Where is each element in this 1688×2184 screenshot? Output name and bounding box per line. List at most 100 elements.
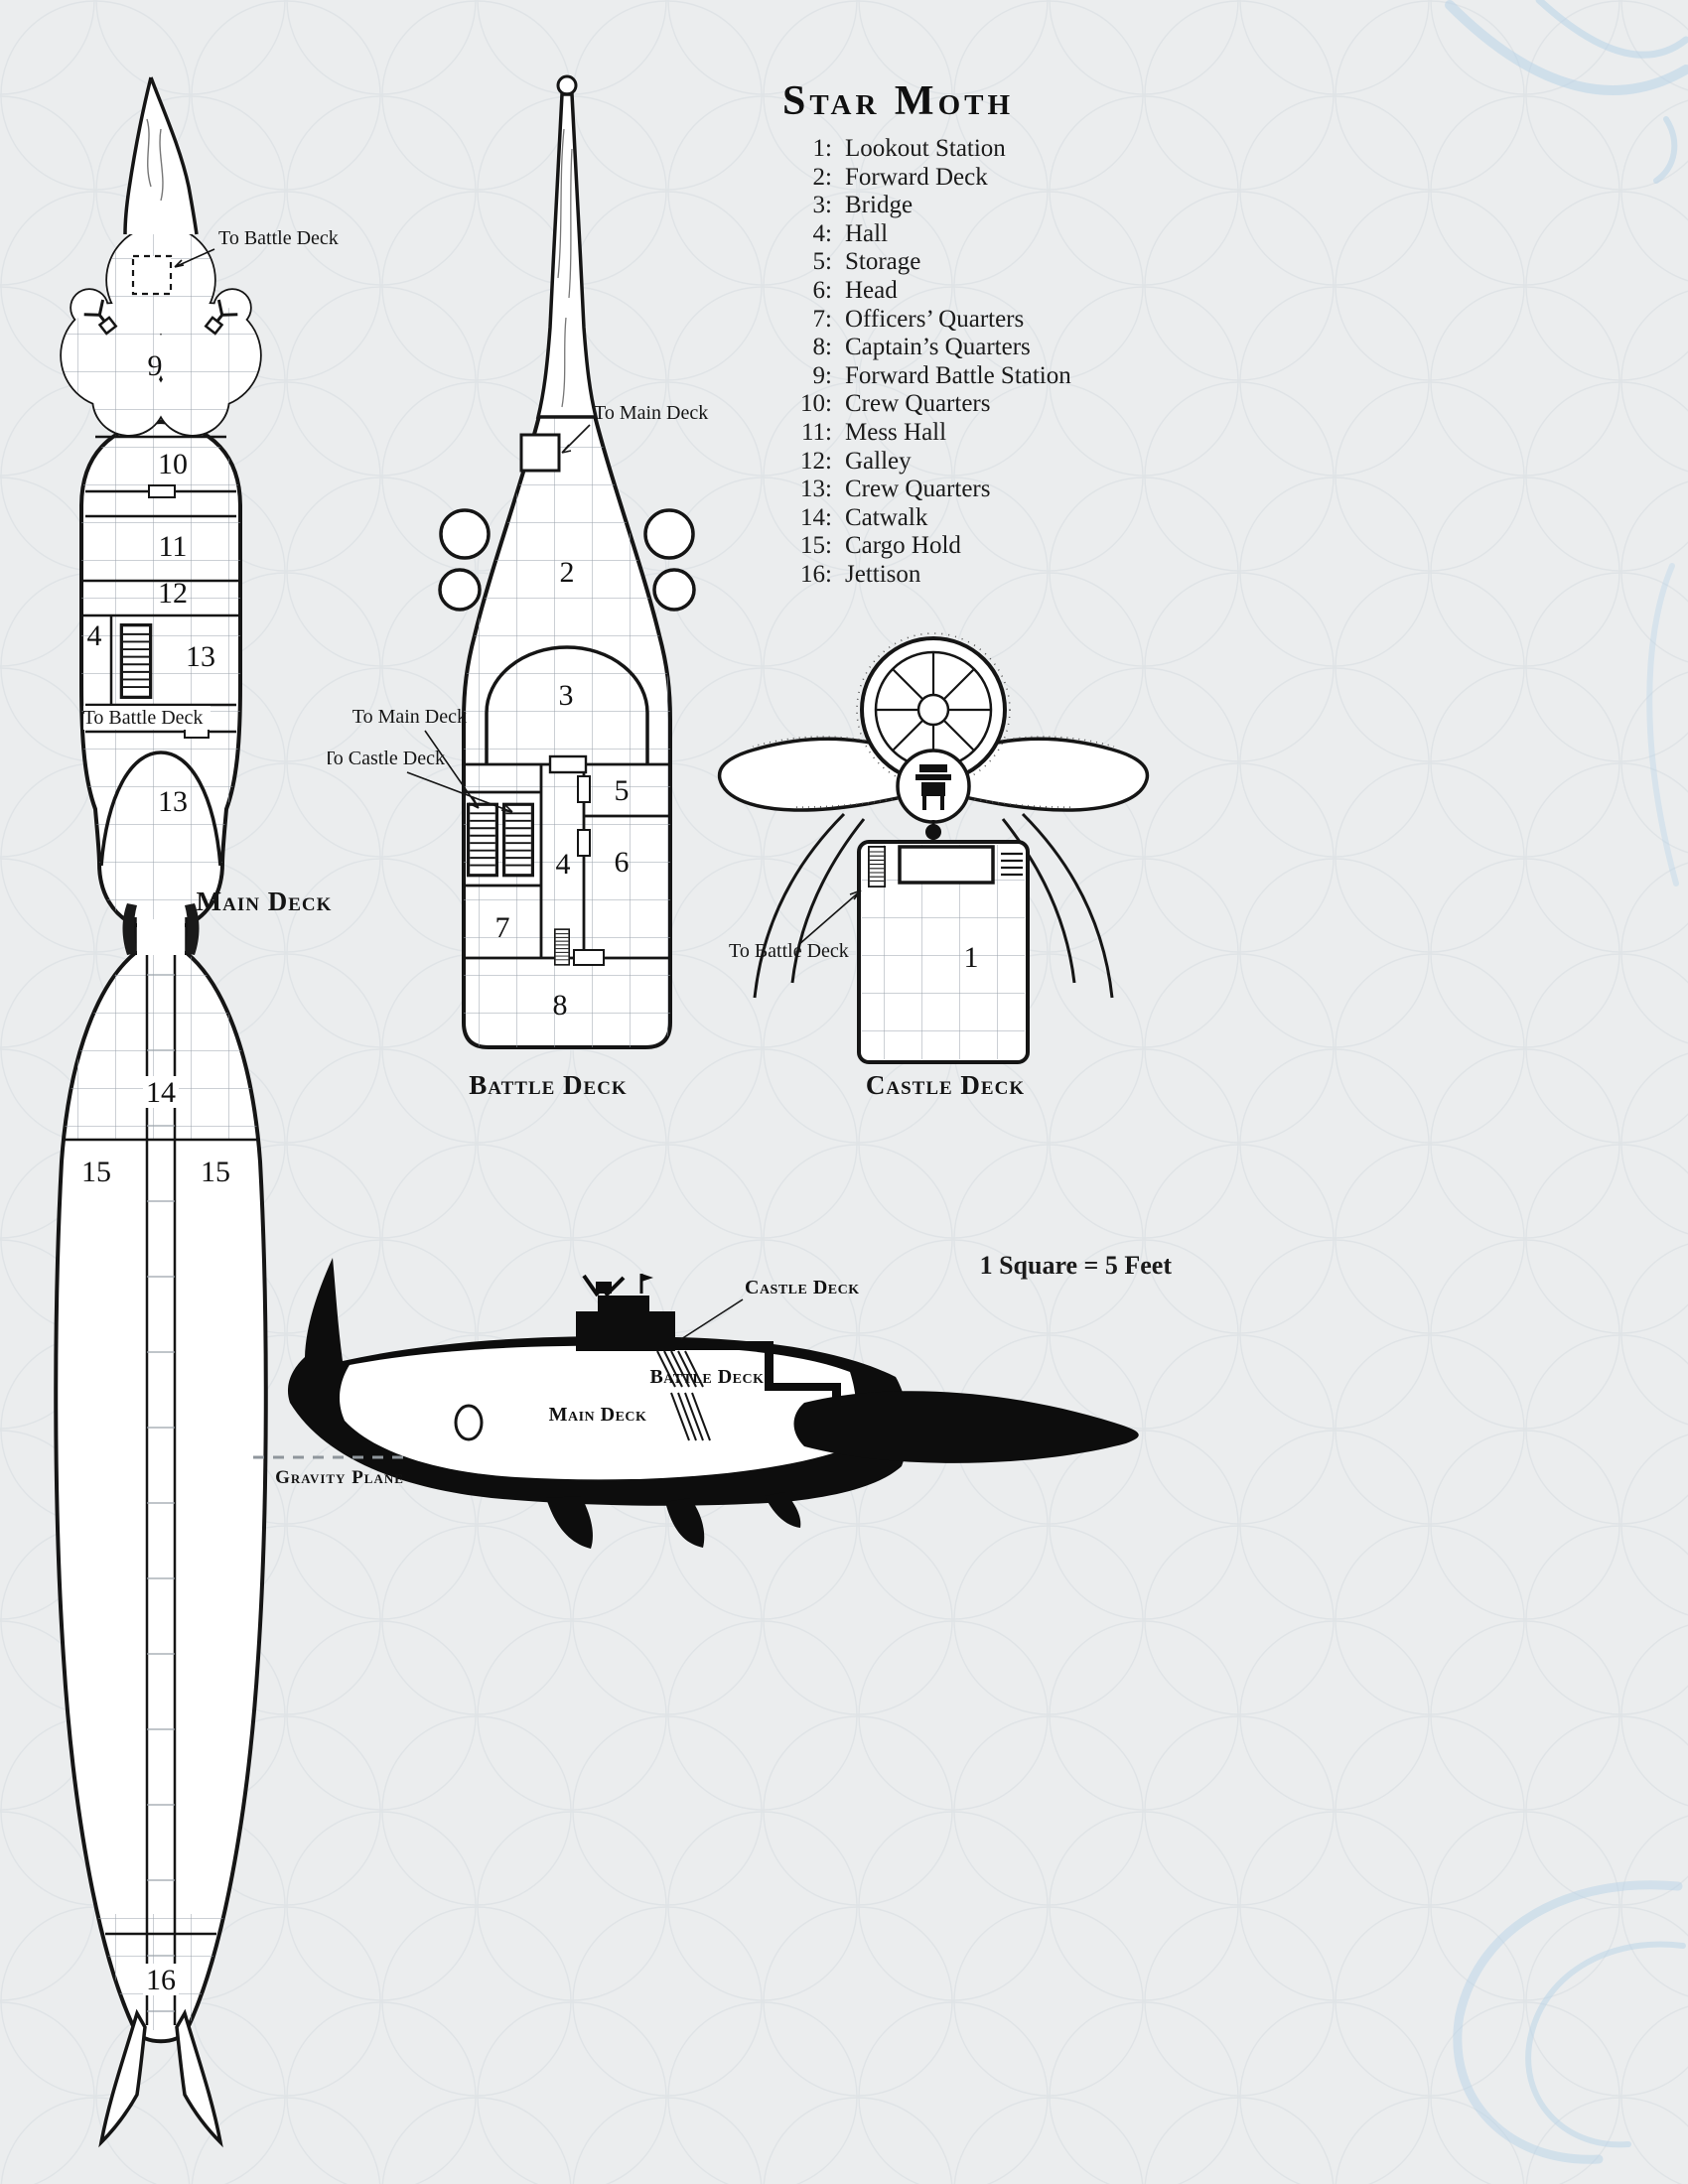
- lower-wing-left: [753, 812, 866, 999]
- corner-swirl-decoration: [1445, 0, 1688, 184]
- callout-line: [174, 248, 215, 268]
- legend-number: 13:: [800, 476, 832, 503]
- legend-label: Forward Battle Station: [845, 361, 1071, 389]
- room-number: 3: [559, 679, 574, 712]
- battle-deck-caption: Battle Deck: [469, 1070, 628, 1100]
- room-number: 4: [556, 848, 571, 881]
- battle-deck-plan: To Main Deck To Main Deck To Castle Deck…: [328, 74, 708, 1049]
- legend-label: Cargo Hold: [845, 532, 961, 560]
- callout-to-castle-deck: To Castle Deck: [328, 748, 445, 769]
- helm-knob: [925, 824, 941, 840]
- battle-deck-room-numbers: 2 3 5 4 6 7 8: [495, 556, 630, 1022]
- legend-label: Jettison: [845, 560, 921, 588]
- page-title: Star Moth: [782, 78, 1015, 124]
- legend-label: Crew Quarters: [845, 390, 991, 418]
- room-number: 8: [553, 989, 568, 1022]
- legend-number: 16:: [800, 560, 832, 588]
- furniture-table: [898, 845, 995, 885]
- callout-to-battle-deck-top: To Battle Deck: [218, 227, 339, 249]
- legend-number: 8:: [812, 334, 832, 361]
- battle-deck-callouts: To Main Deck To Castle Deck: [328, 706, 513, 813]
- callout-to-main-deck-top: To Main Deck: [594, 402, 708, 424]
- cargo-hull: [54, 903, 268, 2148]
- profile-main-deck-label: Main Deck: [549, 1404, 647, 1426]
- room-number: 15: [201, 1156, 230, 1188]
- catwalk-rungs: [147, 974, 175, 2012]
- callout-to-main-deck-side: To Main Deck: [352, 706, 467, 728]
- legend-number: 11:: [800, 418, 832, 446]
- room-number: 2: [560, 556, 575, 589]
- forward-battle-station: To Battle Deck: [60, 224, 339, 437]
- bridge-arch: [485, 645, 649, 764]
- legend-number: 10:: [800, 390, 832, 418]
- legend-number: 3:: [812, 192, 832, 219]
- ship-side-profile: Castle Deck Battle Deck Main Deck: [253, 1258, 1139, 1549]
- corner-swirl-decoration-bottom: [1453, 1880, 1686, 2164]
- legend-number: 5:: [812, 248, 832, 276]
- legend-item: 7:Officers’ Quarters: [784, 306, 1071, 335]
- catwalk-shaft: [145, 955, 177, 2025]
- legend-label: Mess Hall: [845, 418, 947, 446]
- legend-number: 2:: [812, 163, 832, 191]
- legend-item: 16: Jettison: [784, 561, 1071, 590]
- legend-label: Captain’s Quarters: [845, 334, 1031, 361]
- legend-label: Storage: [845, 248, 921, 276]
- wing-silhouette: [793, 1391, 1139, 1463]
- legend-item: 3: Bridge: [784, 192, 1071, 220]
- tail-fin: [98, 2008, 147, 2148]
- room-number: 9: [148, 349, 163, 382]
- lookout-station-room: 1: [857, 840, 1030, 1064]
- helm-station: [896, 749, 971, 840]
- helm-chair-icon: [915, 764, 951, 796]
- legend-item: 6:Head: [784, 277, 1071, 306]
- legend-label: Lookout Station: [845, 135, 1006, 162]
- main-deck-plan: To Battle Deck: [54, 76, 339, 2148]
- castle-deck-caption: Castle Deck: [865, 1070, 1026, 1100]
- legend-label: Crew Quarters: [845, 476, 991, 503]
- deck-panel: [339, 1345, 857, 1480]
- legend-number: 9:: [812, 361, 832, 389]
- hull-texture: [122, 903, 137, 955]
- room-number: 13: [158, 785, 188, 818]
- ladder-shaft-hatching: [656, 1350, 711, 1441]
- callout-to-battle-deck-castle: To Battle Deck: [729, 940, 849, 962]
- legend-number: 6:: [812, 276, 832, 304]
- hull-scallops: [438, 508, 696, 612]
- label-backing: [83, 706, 211, 730]
- door-hatch: [577, 775, 591, 803]
- hatch-to-main-deck: [519, 433, 561, 473]
- profile-battle-deck-label: Battle Deck: [649, 1366, 764, 1388]
- profile-castle-deck-label: Castle Deck: [745, 1277, 860, 1298]
- room-number: 6: [615, 846, 630, 879]
- ladder-icon-small: [554, 928, 570, 966]
- legend-item: 12: Galley: [784, 448, 1071, 477]
- porthole: [454, 1404, 484, 1441]
- legend-number: 12:: [800, 447, 832, 475]
- map-scale-note: 1 Square = 5 Feet: [979, 1251, 1172, 1280]
- legend-number: 14:: [800, 503, 832, 531]
- keel-fins: [546, 1492, 801, 1549]
- door-hatch: [577, 829, 591, 857]
- legend-item: 10: Crew Quarters: [784, 390, 1071, 419]
- legend-item: 11: Mess Hall: [784, 419, 1071, 448]
- texture-lines: [557, 128, 573, 408]
- callout-line: [561, 424, 591, 454]
- ballista-icon: [83, 299, 118, 336]
- room-number: 1: [964, 941, 979, 974]
- legend-item: 4:Hall: [784, 220, 1071, 249]
- callout-arrow: [797, 889, 862, 946]
- legend-label: Galley: [845, 447, 912, 475]
- moth-head-window: [856, 632, 1011, 787]
- room-number: 15: [81, 1156, 111, 1188]
- room-legend: 1:Lookout Station 2:Forward Deck 3:Bridg…: [784, 135, 1071, 590]
- legend-label: Bridge: [845, 192, 914, 219]
- legend-number: 4:: [812, 219, 832, 247]
- main-deck-caption: Main Deck: [196, 887, 333, 916]
- room-number: 16: [146, 1964, 176, 1996]
- callout-to-battle-deck-mid: To Battle Deck: [83, 707, 204, 729]
- ladder-icon-to-main: [467, 802, 498, 878]
- legend-number: 15:: [800, 532, 832, 560]
- ballista-icon: [204, 299, 238, 336]
- edge-swirl-decoration: [1646, 563, 1679, 887]
